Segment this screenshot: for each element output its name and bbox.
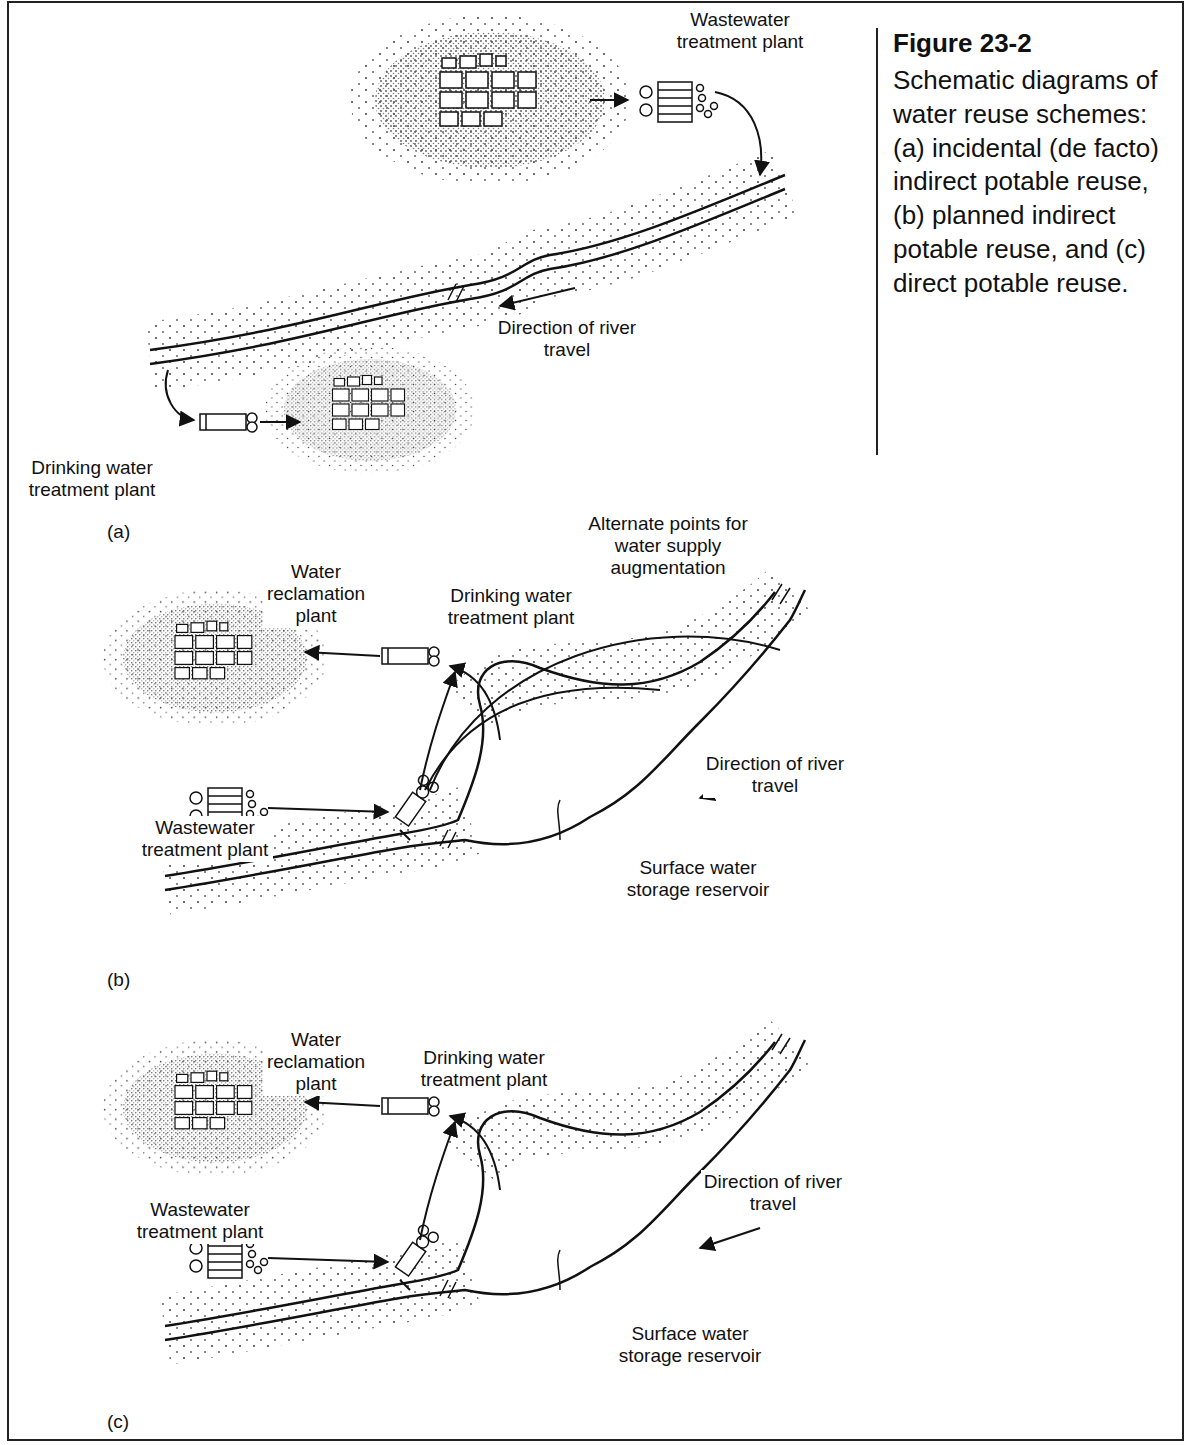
note-label: Alternate points for water supply augmen… bbox=[584, 512, 752, 580]
flow-label: Direction of river travel bbox=[701, 1170, 846, 1216]
plant-label: Wastewater treatment plant bbox=[133, 1198, 268, 1244]
flow-label: Direction of river travel bbox=[703, 752, 848, 798]
plant-label: Wastewater treatment plant bbox=[138, 816, 273, 862]
panel-letter: (a) bbox=[104, 520, 133, 544]
figure-caption: Schematic diagrams of water reuse scheme… bbox=[893, 64, 1185, 301]
reservoir-label: Surface water storage reservoir bbox=[623, 856, 773, 902]
plant-label: Water reclamation plant bbox=[263, 560, 370, 628]
plant-label: Drinking water treatment plant bbox=[25, 456, 160, 502]
flow-label: Direction of river travel bbox=[495, 316, 640, 362]
plant-label: Water reclamation plant bbox=[263, 1028, 370, 1096]
panel-letter: (b) bbox=[104, 968, 133, 992]
plant-label: Drinking water treatment plant bbox=[417, 1046, 552, 1092]
plant-label: Drinking water treatment plant bbox=[444, 584, 579, 630]
reservoir-label: Surface water storage reservoir bbox=[615, 1322, 765, 1368]
figure-title: Figure 23-2 bbox=[893, 28, 1032, 59]
panel-letter: (c) bbox=[104, 1410, 132, 1434]
plant-label: Wastewater treatment plant bbox=[673, 8, 808, 54]
